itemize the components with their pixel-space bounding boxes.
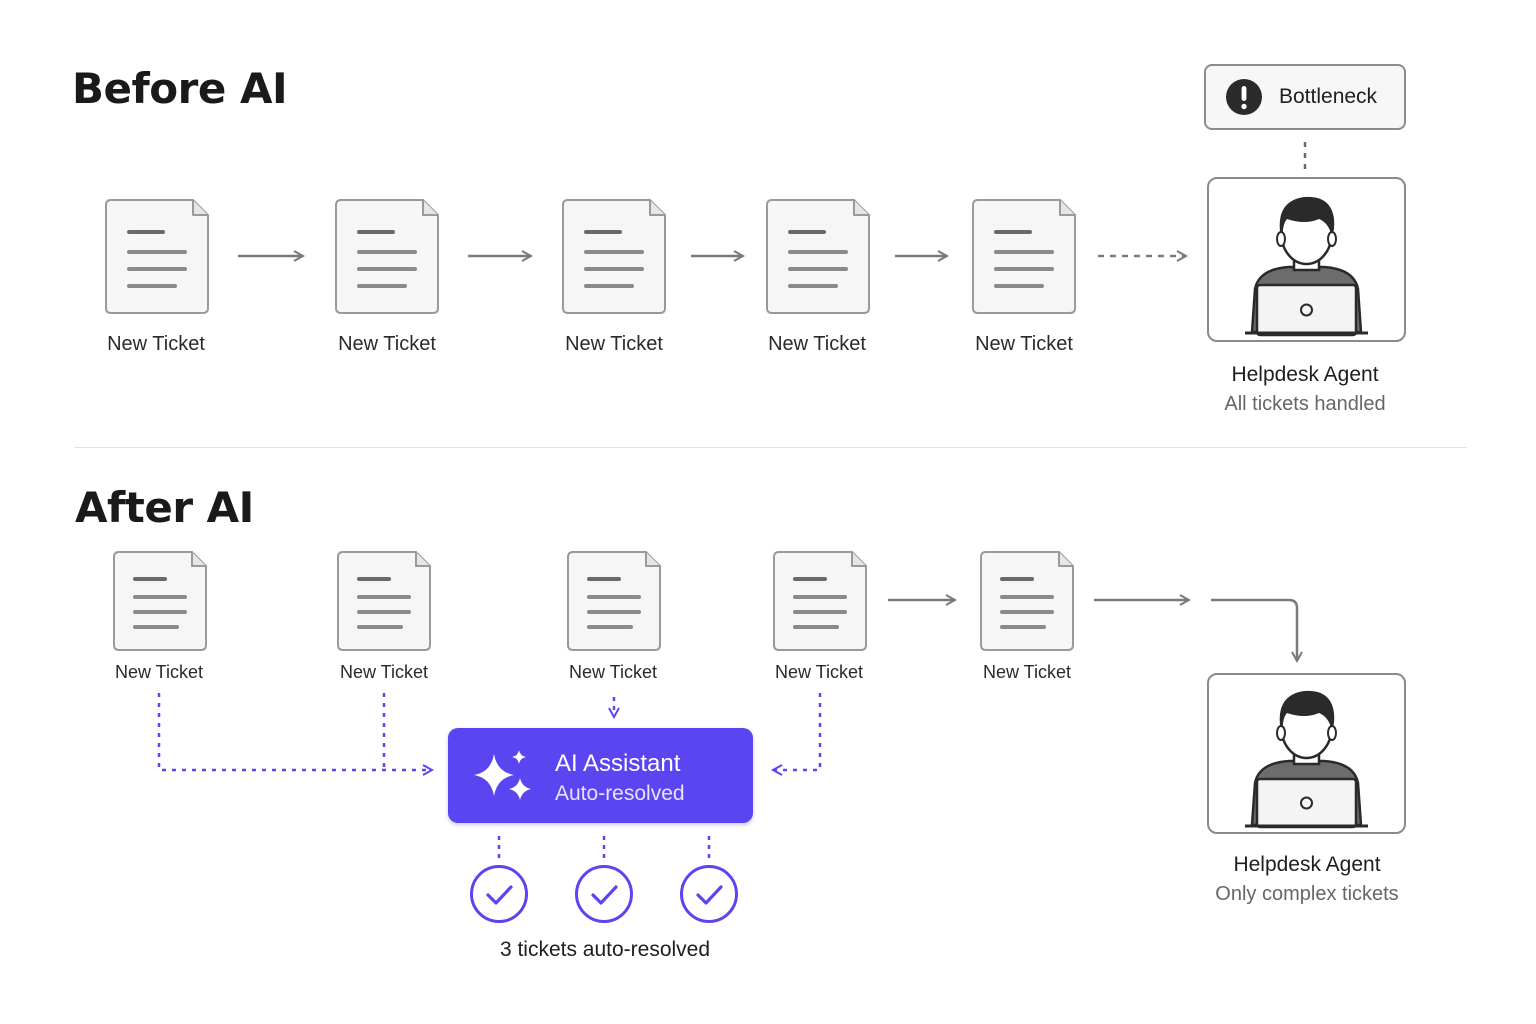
ticket-label: New Ticket: [975, 333, 1073, 355]
route-ticket4-to-ai: [773, 693, 822, 770]
helpdesk-agent-card: [1207, 177, 1406, 342]
bottleneck-callout: Bottleneck: [1204, 64, 1406, 130]
arrow-after-to-agent: [1211, 598, 1297, 661]
ticket-document-icon: [980, 551, 1074, 651]
check-circle-icon: [470, 865, 528, 923]
section-divider: [75, 447, 1467, 448]
sparkles-icon: [474, 750, 531, 800]
route-ticket1-to-ai: [157, 693, 432, 770]
ticket-label: New Ticket: [768, 333, 866, 355]
ticket-label: New Ticket: [982, 662, 1072, 682]
agent-title: Helpdesk Agent: [1233, 853, 1381, 876]
check-circle-icon: [680, 865, 738, 923]
exclamation-icon: [1226, 79, 1262, 115]
ticket-label: New Ticket: [107, 333, 205, 355]
ai-assistant-title: AI Assistant: [555, 750, 681, 777]
ai-assistant-subtitle: Auto-resolved: [555, 782, 685, 805]
ticket-label: New Ticket: [774, 662, 864, 682]
ticket-document-icon: [337, 551, 431, 651]
agent-subtitle: Only complex tickets: [1215, 883, 1399, 905]
after-heading: After AI: [75, 483, 254, 532]
ticket-document-icon: [113, 551, 207, 651]
helpdesk-agent-card: [1207, 673, 1406, 834]
ticket-document-icon: [567, 551, 661, 651]
check-circle-icon: [575, 865, 633, 923]
before-heading: Before AI: [72, 64, 288, 113]
ticket-document-icon: [766, 199, 870, 314]
ticket-document-icon: [972, 199, 1076, 314]
ticket-label: New Ticket: [565, 333, 663, 355]
bottleneck-label: Bottleneck: [1279, 85, 1378, 108]
ticket-document-icon: [105, 199, 209, 314]
auto-resolved-summary: 3 tickets auto-resolved: [499, 938, 711, 961]
person-laptop-icon: [1245, 690, 1368, 829]
ticket-label: New Ticket: [568, 662, 658, 682]
ticket-label: New Ticket: [338, 333, 436, 355]
ai-assistant-box: AI Assistant Auto-resolved: [448, 728, 753, 823]
ticket-document-icon: [562, 199, 666, 314]
ticket-document-icon: [773, 551, 867, 651]
agent-subtitle: All tickets handled: [1224, 393, 1386, 415]
ticket-label: New Ticket: [339, 662, 429, 682]
person-laptop-icon: [1245, 196, 1368, 337]
ticket-label: New Ticket: [114, 662, 204, 682]
agent-title: Helpdesk Agent: [1231, 363, 1379, 386]
ticket-document-icon: [335, 199, 439, 314]
